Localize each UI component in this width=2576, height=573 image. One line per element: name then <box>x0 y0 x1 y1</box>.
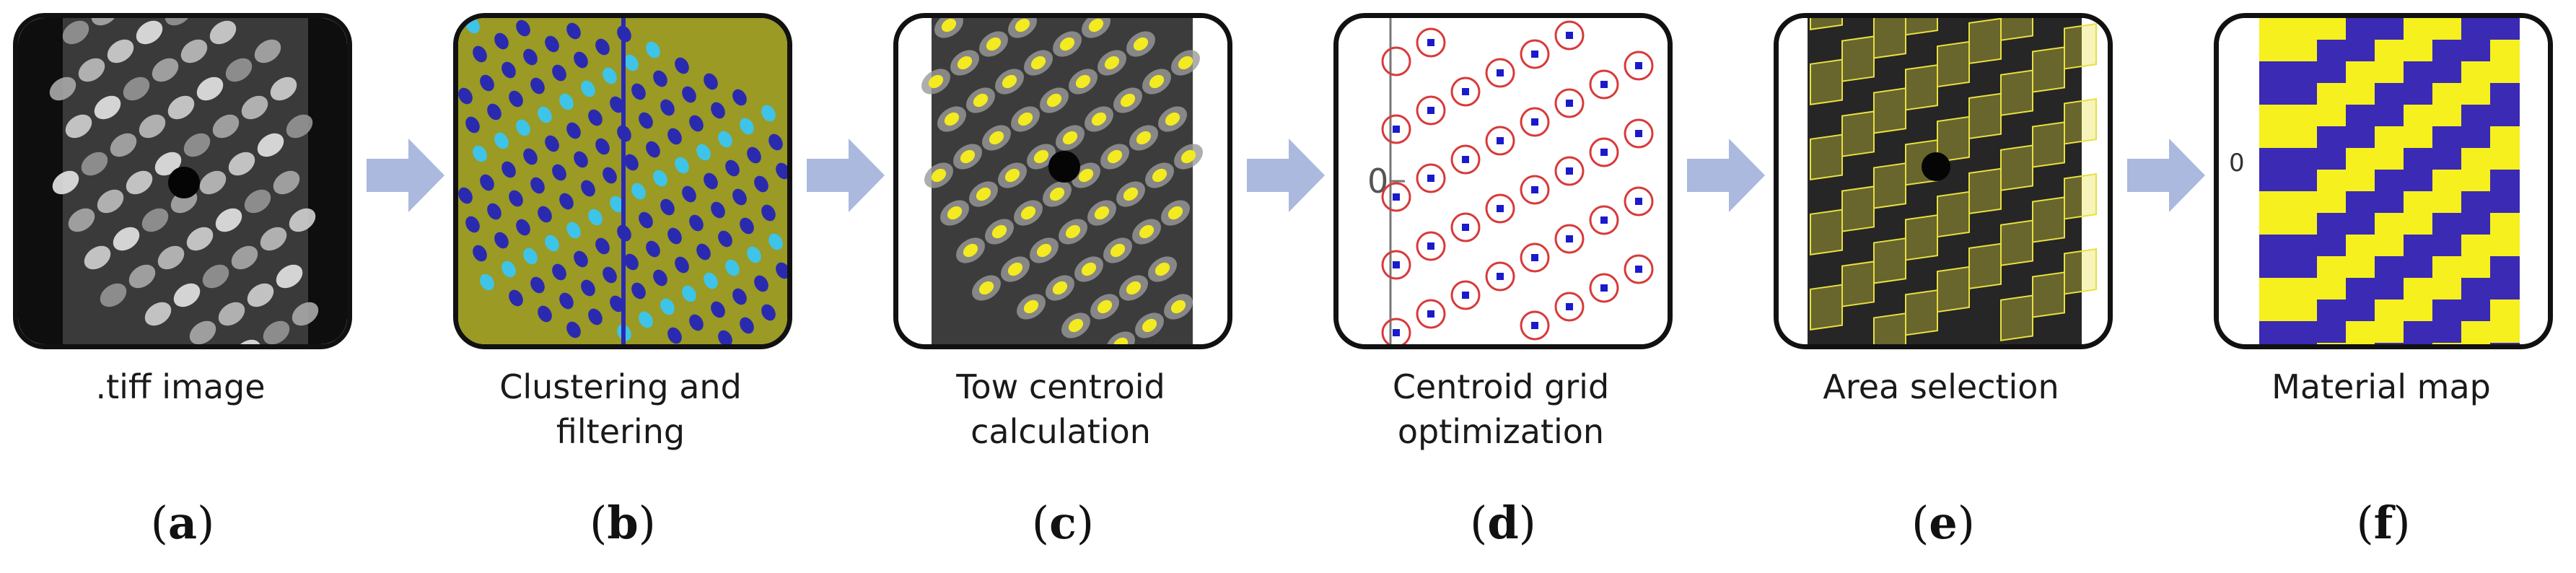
letter: f <box>2373 497 2393 549</box>
caption-grid-optimization: Centroid grid optimization <box>1299 364 1703 454</box>
arrow-right-icon <box>807 139 885 212</box>
letter: a <box>167 497 198 549</box>
letter: d <box>1487 497 1519 549</box>
panel-material-map: 0 <box>2214 13 2553 349</box>
axis-tick-zero: 0 <box>1367 162 1388 201</box>
panel-tow-centroid <box>893 13 1232 349</box>
arrow-right-icon <box>1247 139 1325 212</box>
caption-text: Tow centroid calculation <box>956 367 1165 451</box>
panel-tiff-image <box>13 13 352 349</box>
panel-area-selection <box>1774 13 2113 349</box>
axis-tick-zero: 0 <box>2229 149 2245 178</box>
clustering-graphic <box>458 18 787 344</box>
label-f: (f) <box>2356 497 2411 549</box>
tiff-image-graphic <box>18 18 347 344</box>
letter: b <box>607 497 639 549</box>
caption-material-map: Material map <box>2271 367 2491 406</box>
label-c: (c) <box>1031 497 1095 549</box>
caption-tiff-image: .tiff image <box>95 367 266 406</box>
label-b: (b) <box>590 497 656 549</box>
arrow-right-icon <box>2127 139 2205 212</box>
arrow-right-icon <box>367 139 444 212</box>
panel-clustering <box>453 13 792 349</box>
caption-text: Clustering and filtering <box>499 367 742 451</box>
caption-text: Centroid grid optimization <box>1392 367 1610 451</box>
caption-tow-centroid: Tow centroid calculation <box>859 364 1263 454</box>
material-map-graphic: 0 <box>2219 18 2548 344</box>
grid-optimization-graphic: 0 <box>1339 18 1668 344</box>
arrow-right-icon <box>1687 139 1765 212</box>
label-d: (d) <box>1470 497 1536 549</box>
label-a: (a) <box>150 497 215 549</box>
panel-grid-optimization: 0 <box>1333 13 1673 349</box>
label-e: (e) <box>1911 497 1975 549</box>
caption-area-selection: Area selection <box>1823 367 2059 406</box>
caption-clustering: Clustering and filtering <box>419 364 823 454</box>
letter: c <box>1049 497 1077 549</box>
letter: e <box>1929 497 1958 549</box>
tow-centroid-graphic <box>898 18 1227 344</box>
area-selection-graphic <box>1779 18 2108 344</box>
